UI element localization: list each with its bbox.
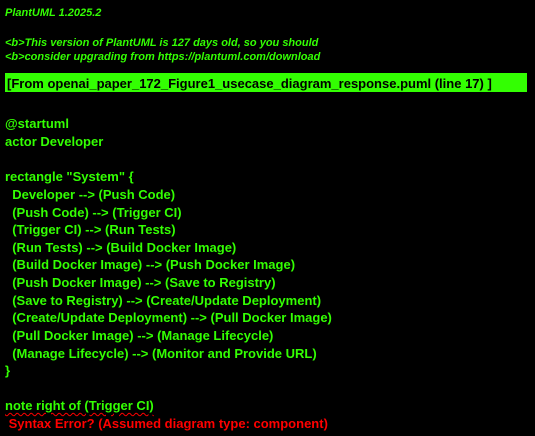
code-line: Developer --> (Push Code) [5, 187, 176, 202]
code-line: (Trigger CI) --> (Run Tests) [5, 222, 176, 237]
version-label: PlantUML 1.2025.2 [5, 7, 102, 19]
code-line: (Push Code) --> (Trigger CI) [5, 205, 182, 220]
source-reference-banner: [From openai_paper_172_Figure1_usecase_d… [4, 72, 528, 93]
code-line: (Run Tests) --> (Build Docker Image) [5, 240, 237, 255]
error-source-line: note right of (Trigger CI) [5, 398, 154, 413]
warning-line-1: <b>This version of PlantUML is 127 days … [5, 37, 319, 49]
warning-line-2: <b>consider upgrading from https://plant… [5, 51, 321, 63]
code-line: (Save to Registry) --> (Create/Update De… [5, 293, 322, 308]
code-line: (Push Docker Image) --> (Save to Registr… [5, 275, 276, 290]
syntax-error-message: Syntax Error? (Assumed diagram type: com… [5, 416, 328, 431]
source-reference-text: [From openai_paper_172_Figure1_usecase_d… [7, 76, 492, 91]
code-line: (Build Docker Image) --> (Push Docker Im… [5, 257, 296, 272]
code-line: rectangle "System" { [5, 169, 134, 184]
code-line: actor Developer [5, 134, 104, 149]
code-line: (Pull Docker Image) --> (Manage Lifecycl… [5, 328, 274, 343]
code-line: } [5, 363, 11, 378]
code-line: (Manage Lifecycle) --> (Monitor and Prov… [5, 346, 317, 361]
code-line: @startuml [5, 116, 69, 131]
code-line: (Create/Update Deployment) --> (Pull Doc… [5, 310, 332, 325]
